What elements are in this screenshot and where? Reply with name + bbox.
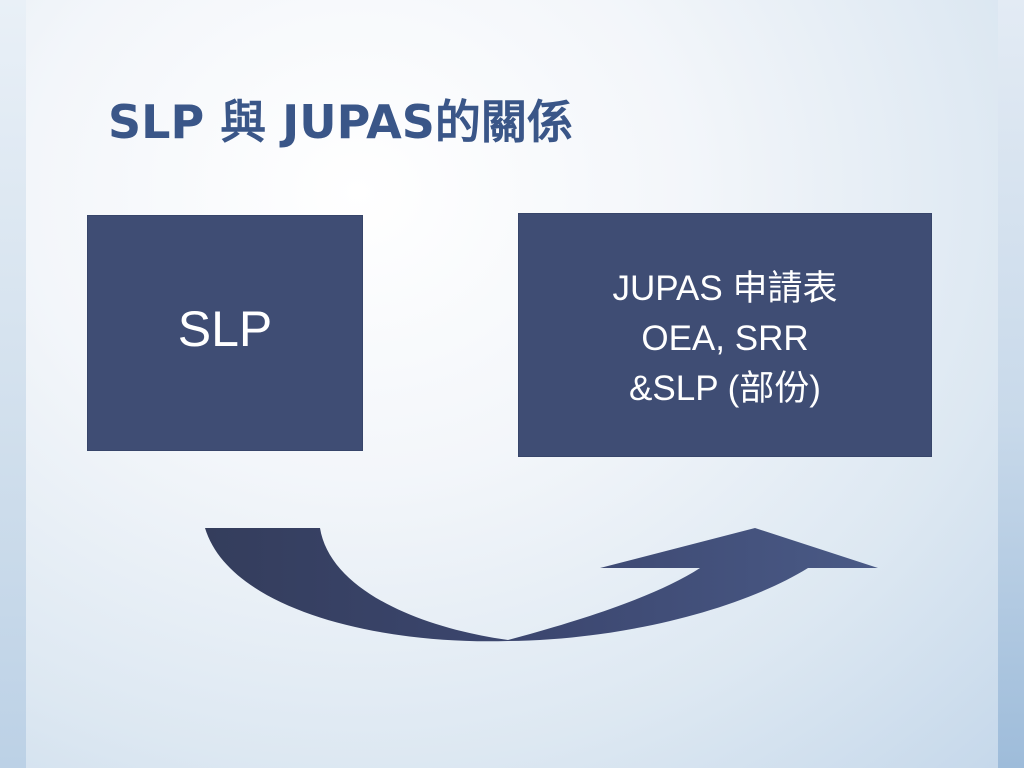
right-side-band [998,0,1024,768]
curved-arrow-shape [205,528,878,642]
slp-box: SLP [87,215,363,451]
slp-box-label: SLP [177,301,273,357]
left-side-band [0,0,26,768]
jupas-box-line-2: OEA, SRR [641,319,809,358]
jupas-box-line-3: &SLP (部份) [629,369,821,408]
jupas-box: JUPAS 申請表 OEA, SRR &SLP (部份) [518,213,932,457]
slide-title: SLP 與 JUPAS的關係 [108,95,573,149]
jupas-box-line-1: JUPAS 申請表 [612,269,838,308]
